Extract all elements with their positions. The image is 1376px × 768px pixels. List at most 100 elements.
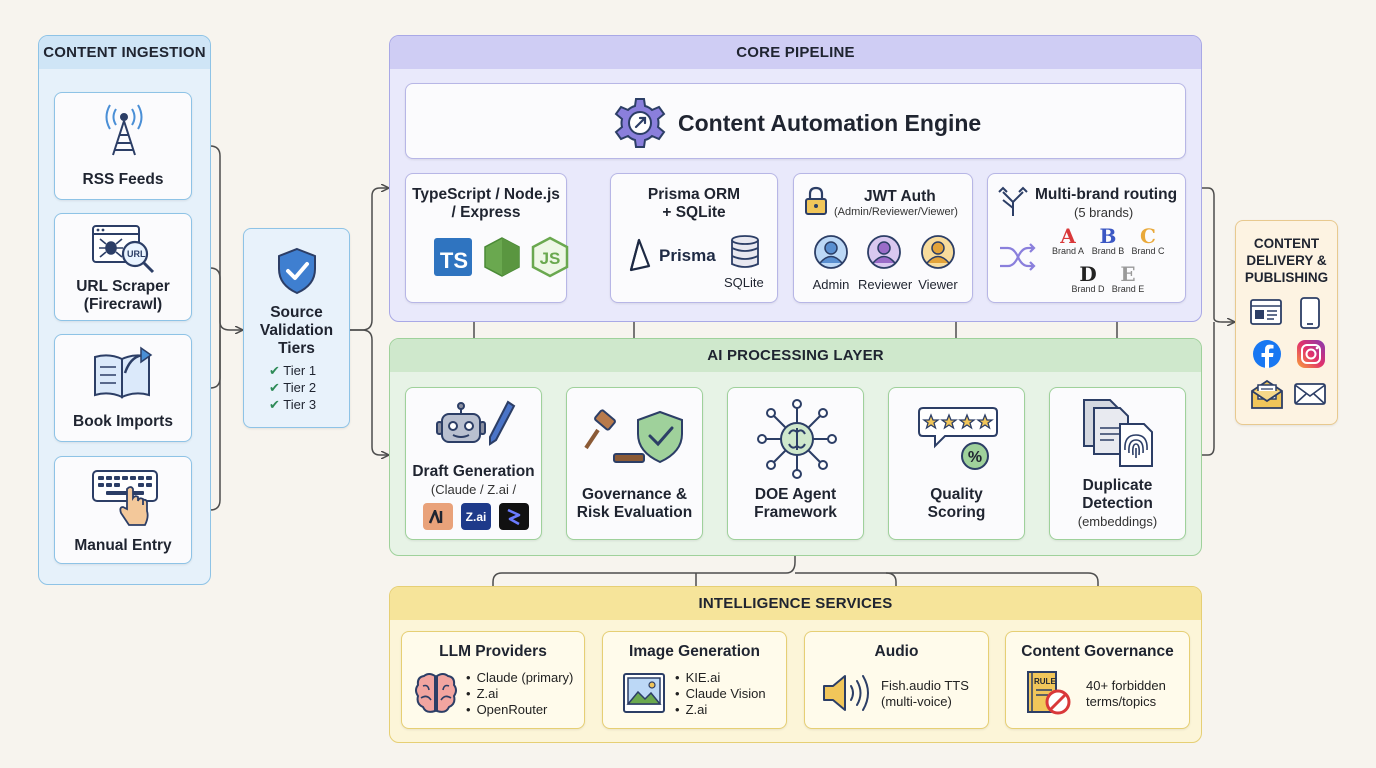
facebook-icon <box>1253 340 1281 368</box>
rule-badge: RULE <box>1034 677 1056 686</box>
speaker-icon <box>823 675 869 711</box>
book-imports-card[interactable]: Book Imports <box>54 334 192 442</box>
draft-generation-sub: (Claude / Z.ai / <box>430 482 517 497</box>
core-pipeline-title: CORE PIPELINE <box>390 36 1201 69</box>
check-icon: ✔ <box>269 363 280 378</box>
book-import-icon <box>94 346 153 399</box>
sqlite-label: SQLite <box>724 275 764 290</box>
brand-letter: B <box>1099 224 1117 248</box>
tier-2-row: ✔ Tier 2 <box>269 380 316 396</box>
role-admin-label: Admin <box>812 277 850 292</box>
llm-provider-item: OpenRouter <box>466 702 573 718</box>
check-icon: ✔ <box>269 380 280 395</box>
audio-text: Fish.audio TTS (multi-voice) <box>881 678 969 709</box>
tier-1-label: Tier 1 <box>283 363 317 378</box>
image-generation-card[interactable]: Image Generation KIE.ai Claude Vision Z.… <box>602 631 787 729</box>
content-governance-title: Content Governance <box>1021 643 1174 660</box>
brand-name: Brand D <box>1071 284 1105 294</box>
antenna-icon <box>105 104 143 156</box>
ai-processing-title: AI PROCESSING LAYER <box>390 339 1201 372</box>
brand-letter: E <box>1120 262 1136 286</box>
url-scraper-card[interactable]: URL URL Scraper (Firecrawl) <box>54 213 192 321</box>
jwt-auth-card[interactable]: JWT Auth (Admin/Reviewer/Viewer) Admin R… <box>793 173 973 303</box>
content-governance-text: 40+ forbidden terms/topics <box>1086 678 1166 709</box>
brain-network-icon <box>757 399 837 479</box>
manual-entry-label: Manual Entry <box>74 537 172 554</box>
prisma-logo-icon <box>629 238 651 272</box>
prisma-orm-title: Prisma ORM + SQLite <box>647 186 741 221</box>
shield-check-icon <box>278 247 316 295</box>
rating-stars-icon: % <box>918 407 998 470</box>
jwt-auth-title: JWT Auth <box>864 188 936 205</box>
manual-entry-card[interactable]: Manual Entry <box>54 456 192 564</box>
web-page-icon <box>1250 299 1282 325</box>
duplicate-detection-card[interactable]: Duplicate Detection (embeddings) <box>1049 387 1186 540</box>
zai-logo-icon: Z.ai <box>461 503 491 530</box>
image-generation-title: Image Generation <box>629 643 760 660</box>
llm-providers-card[interactable]: LLM Providers Claude (primary) Z.ai Open… <box>401 631 585 729</box>
reviewer-avatar-icon <box>867 235 901 269</box>
typescript-badge: TS <box>439 248 468 273</box>
governance-risk-card[interactable]: Governance & Risk Evaluation <box>566 387 703 540</box>
tier-2-label: Tier 2 <box>283 380 317 395</box>
svg-text:%: % <box>968 449 982 466</box>
brand-letter: A <box>1060 224 1076 248</box>
keyboard-hand-icon <box>92 470 158 526</box>
prisma-orm-card[interactable]: Prisma ORM + SQLite Prisma SQLite <box>610 173 778 303</box>
gavel-shield-icon <box>584 409 683 464</box>
jwt-auth-roles-sub: (Admin/Reviewer/Viewer) <box>834 206 958 218</box>
llm-provider-item: Z.ai <box>466 686 573 702</box>
js-hexagon-icon: JS <box>531 236 569 278</box>
email-icon <box>1294 383 1326 405</box>
draft-generation-card[interactable]: Draft Generation (Claude / Z.ai / Z.ai <box>405 387 542 540</box>
shuffle-icon <box>1000 243 1036 271</box>
lock-icon <box>805 186 827 215</box>
brand-name: Brand B <box>1091 246 1125 256</box>
url-scraper-label: URL Scraper (Firecrawl) <box>76 278 170 313</box>
image-provider-item: Z.ai <box>675 702 766 718</box>
rulebook-forbidden-icon <box>1027 671 1071 715</box>
content-delivery-card[interactable]: CONTENT DELIVERY & PUBLISHING <box>1235 220 1338 425</box>
quality-scoring-card[interactable]: % Quality Scoring <box>888 387 1025 540</box>
image-icon <box>623 673 665 713</box>
tier-1-row: ✔ Tier 1 <box>269 363 316 379</box>
routing-title: Multi-brand routing <box>1035 186 1178 203</box>
duplicate-fingerprint-icon <box>1083 399 1153 467</box>
draft-generation-title: Draft Generation <box>412 463 535 480</box>
intelligence-services-title: INTELLIGENCE SERVICES <box>390 587 1201 620</box>
routing-sub: (5 brands) <box>1074 205 1134 220</box>
audio-title: Audio <box>874 643 919 660</box>
role-viewer-label: Viewer <box>918 277 958 292</box>
content-automation-engine-card[interactable]: Content Automation Engine <box>405 83 1186 159</box>
image-provider-item: Claude Vision <box>675 686 766 702</box>
source-validation-card[interactable]: Source Validation Tiers ✔ Tier 1 ✔ Tier … <box>243 228 350 428</box>
prisma-label: Prisma <box>659 246 716 265</box>
content-ingestion-title: CONTENT INGESTION <box>39 36 210 69</box>
image-generation-list: KIE.ai Claude Vision Z.ai <box>675 670 766 718</box>
newsletter-icon <box>1251 379 1283 409</box>
tech-stack-card[interactable]: TypeScript / Node.js / Express TS JS <box>405 173 569 303</box>
duplicate-title: Duplicate Detection <box>1082 477 1153 512</box>
url-badge: URL <box>127 249 146 259</box>
claude-logo-icon <box>423 503 453 530</box>
database-icon <box>731 235 759 268</box>
svg-text:JS: JS <box>540 249 561 268</box>
llm-providers-list: Claude (primary) Z.ai OpenRouter <box>466 670 574 718</box>
engine-title: Content Automation Engine <box>678 110 982 136</box>
doe-agent-card[interactable]: DOE Agent Framework <box>727 387 864 540</box>
rss-feeds-card[interactable]: RSS Feeds <box>54 92 192 200</box>
content-governance-card[interactable]: Content Governance RULE 40+ forbidden te… <box>1005 631 1190 729</box>
role-reviewer: Reviewer <box>858 234 912 292</box>
role-admin: Admin <box>811 234 851 292</box>
llm-providers-title: LLM Providers <box>439 643 547 660</box>
governance-title: Governance & Risk Evaluation <box>576 486 693 521</box>
role-viewer: Viewer <box>916 234 960 292</box>
openrouter-logo-icon <box>499 503 529 530</box>
typescript-icon: TS <box>434 238 472 276</box>
audio-card[interactable]: Audio Fish.audio TTS (multi-voice) <box>804 631 989 729</box>
